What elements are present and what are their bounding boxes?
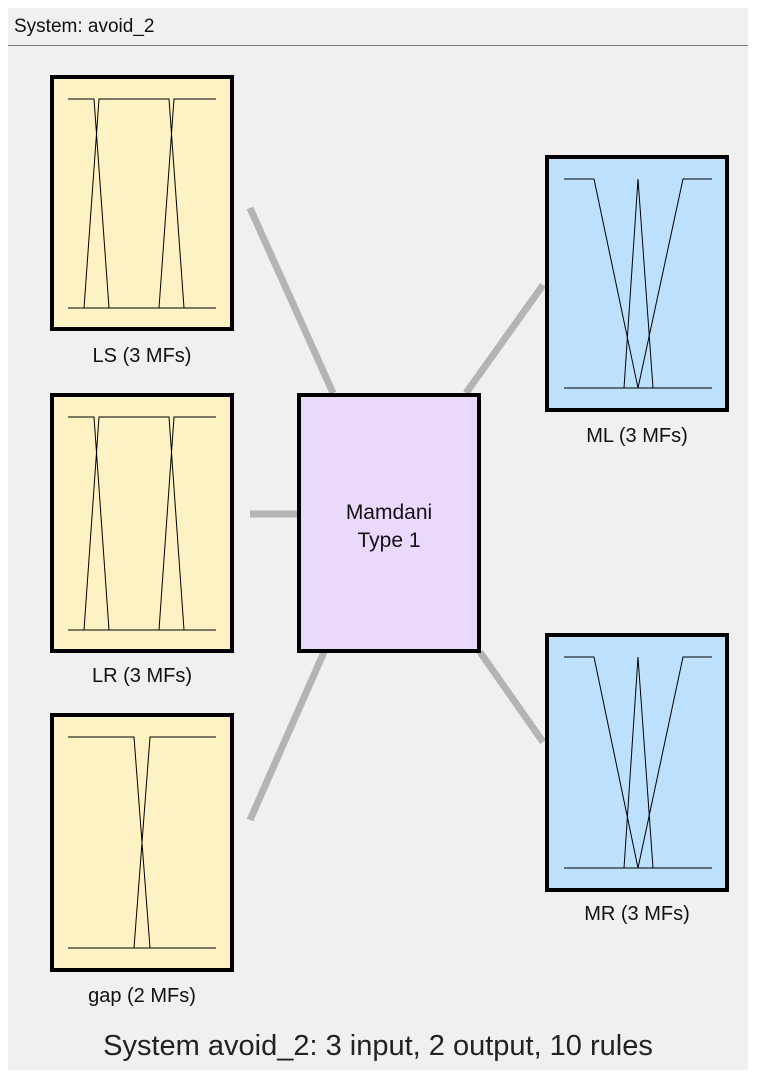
input-variable-ls[interactable]: LS (3 MFs): [50, 75, 234, 367]
panel-title: System: avoid_2: [14, 16, 155, 37]
mf-plot-ls: [68, 98, 216, 309]
inference-engine[interactable]: Mamdani Type 1: [297, 393, 481, 653]
input-label-gap: gap (2 MFs): [88, 985, 196, 1007]
output-label-mr: MR (3 MFs): [584, 903, 690, 925]
output-label-ml: ML (3 MFs): [586, 425, 687, 447]
fis-system-panel: System: avoid_2 LS (3 MFs): [8, 8, 748, 1070]
engine-type-line1: Mamdani: [346, 501, 432, 524]
panel-title-bar: System: avoid_2: [8, 8, 748, 46]
mf-plot-mr: [564, 656, 712, 869]
output-box-ml[interactable]: [545, 155, 729, 412]
output-variable-ml[interactable]: ML (3 MFs): [545, 155, 729, 447]
engine-type-line2: Type 1: [357, 529, 420, 552]
connector-engine-mr: [477, 649, 546, 745]
mf-plot-ml: [564, 178, 712, 389]
input-label-ls: LS (3 MFs): [93, 345, 192, 367]
system-summary: System avoid_2: 3 input, 2 output, 10 ru…: [103, 1030, 653, 1062]
fis-diagram: LS (3 MFs) LR (3 MFs) gap (2 MFs): [50, 75, 729, 1007]
input-variable-lr[interactable]: LR (3 MFs): [50, 393, 234, 687]
input-variable-gap[interactable]: gap (2 MFs): [50, 713, 234, 1007]
mf-plot-gap: [68, 736, 216, 949]
connector-ls-engine: [246, 206, 337, 395]
mf-plot-lr: [68, 416, 216, 631]
input-box-ls[interactable]: [50, 75, 234, 331]
connector-gap-engine: [246, 650, 328, 822]
input-box-lr[interactable]: [50, 393, 234, 653]
connectors: [246, 206, 546, 822]
input-label-lr: LR (3 MFs): [92, 665, 192, 687]
connector-engine-ml: [463, 282, 546, 396]
engine-box[interactable]: [297, 393, 481, 653]
output-variable-mr[interactable]: MR (3 MFs): [545, 633, 729, 925]
